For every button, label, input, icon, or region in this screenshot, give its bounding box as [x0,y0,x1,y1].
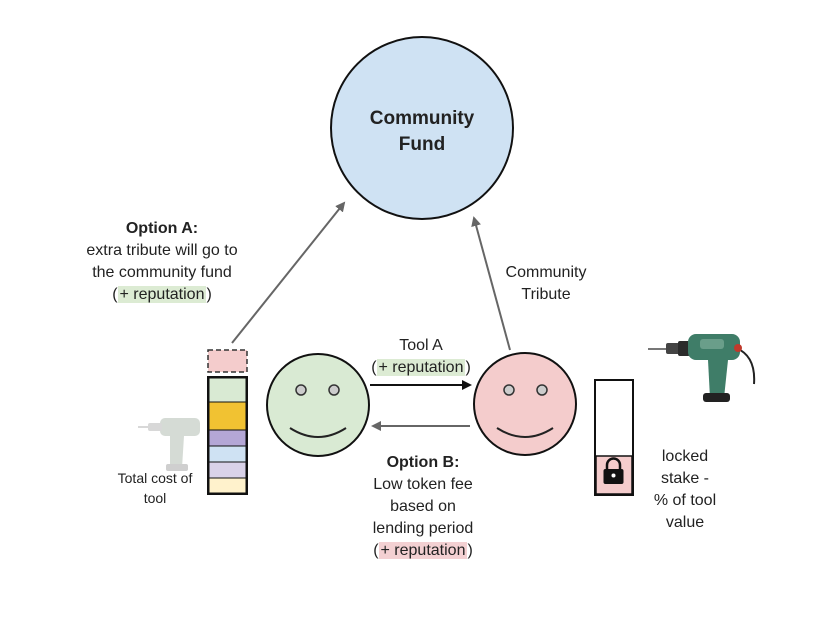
locked-stake-line-1: locked [661,448,709,465]
tool-a-title: Tool A [399,337,443,354]
community-fund-circle [330,36,514,220]
community-tribute-arrow [471,216,511,351]
stack-segment [208,377,247,403]
option-a-reputation: (+ reputation) [112,286,212,303]
locked-stake-label: locked stake - % of tool value [640,446,730,534]
total-cost-line-1: Total cost of [117,470,193,486]
total-cost-line-2: tool [143,490,167,506]
option-b-reputation: (+ reputation) [373,542,473,559]
lender-smiley-icon [473,352,577,456]
tool-a-reputation: (+ reputation) [371,359,471,376]
option-a-line-2: the community fund [92,264,232,281]
community-tribute-line-1: Community [505,264,587,281]
lock-icon [603,457,624,484]
option-b-line-2: based on [390,498,456,515]
option-b-title: Option B: [386,454,460,471]
stack-segment [208,401,247,431]
option-b-label: Option B: Low token fee based on lending… [338,452,508,562]
fund-line-1: Community [369,108,475,129]
locked-stake-line-2: stake - [660,470,709,487]
extra-tribute-block [207,349,248,373]
faded-drill-icon [138,418,200,471]
borrower-smiley-icon [266,353,370,457]
stack-segment [208,429,247,447]
locked-stake-line-3: % of tool [653,492,717,509]
drill-icon [648,334,756,402]
community-fund-label: Community Fund [357,106,487,158]
stack-segment [208,477,247,494]
option-b-reputation-badge: + reputation [378,542,468,559]
option-a-arrow [231,201,346,344]
stack-segment [208,461,247,479]
total-cost-label: Total cost of tool [100,468,210,508]
tool-a-reputation-badge: + reputation [376,359,466,376]
option-a-reputation-badge: + reputation [117,286,207,303]
option-a-title: Option A: [125,220,199,237]
option-b-line-3: lending period [372,520,474,537]
stack-segment [208,445,247,463]
option-a-label: Option A: extra tribute will go to the c… [52,218,272,306]
locked-stake-line-4: value [665,514,705,531]
community-tribute-label: Community Tribute [481,262,611,306]
community-tribute-line-2: Tribute [521,286,571,303]
total-cost-stack [207,376,248,495]
fund-line-2: Fund [398,134,446,155]
tool-a-label: Tool A (+ reputation) [346,335,496,379]
option-b-line-1: Low token fee [373,476,473,493]
option-a-line-1: extra tribute will go to [86,242,238,259]
